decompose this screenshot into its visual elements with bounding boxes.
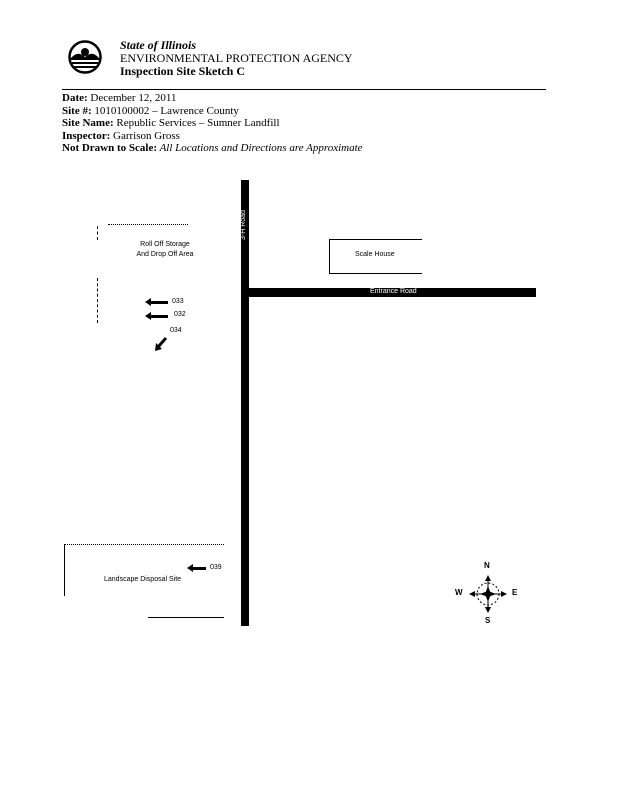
scale-house-box: [329, 239, 422, 274]
photo-arrow-033-icon: [145, 298, 168, 306]
info-scale-note: Not Drawn to Scale: All Locations and Di…: [62, 142, 363, 154]
illinois-epa-logo-icon: [68, 40, 102, 74]
info-date: Date: December 12, 2011: [62, 92, 177, 104]
rolloff-boundary: [108, 224, 188, 225]
vertical-road-label: 3-H Road: [240, 210, 247, 240]
photo-label-039: 039: [210, 564, 222, 571]
vertical-road: [241, 180, 249, 626]
photo-label-033: 033: [172, 298, 184, 305]
info-inspector: Inspector: Garrison Gross: [62, 129, 180, 142]
agency-name: ENVIRONMENTAL PROTECTION AGENCY: [120, 51, 353, 65]
landscape-disposal-label: Landscape Disposal Site: [104, 576, 182, 583]
compass-rose-icon: [469, 575, 507, 613]
landscape-boundary: [64, 544, 224, 545]
rolloff-boundary: [97, 278, 98, 323]
scale-house-label: Scale House: [355, 251, 395, 258]
photo-arrow-034-icon: [155, 337, 168, 351]
photo-label-034: 034: [170, 327, 182, 334]
compass-east: E: [512, 588, 518, 597]
entrance-road: [241, 288, 536, 297]
sketch-title: Inspection Site Sketch C: [120, 64, 246, 78]
header-divider: [62, 89, 546, 90]
photo-arrow-032-icon: [145, 312, 168, 320]
landscape-boundary: [64, 544, 65, 596]
info-site-number: Site #: 1010100002 – Lawrence County: [62, 104, 239, 117]
state-name: State of Illinois: [120, 38, 197, 52]
compass-north: N: [484, 561, 490, 570]
rolloff-boundary: [97, 226, 98, 240]
landscape-boundary: [148, 617, 224, 618]
photo-label-032: 032: [174, 311, 186, 318]
compass-west: W: [455, 588, 463, 597]
photo-arrow-039-icon: [187, 564, 206, 572]
info-site-name: Site Name: Republic Services – Sumner La…: [62, 117, 280, 129]
entrance-road-label: Entrance Road: [370, 288, 417, 295]
compass-south: S: [485, 616, 491, 625]
